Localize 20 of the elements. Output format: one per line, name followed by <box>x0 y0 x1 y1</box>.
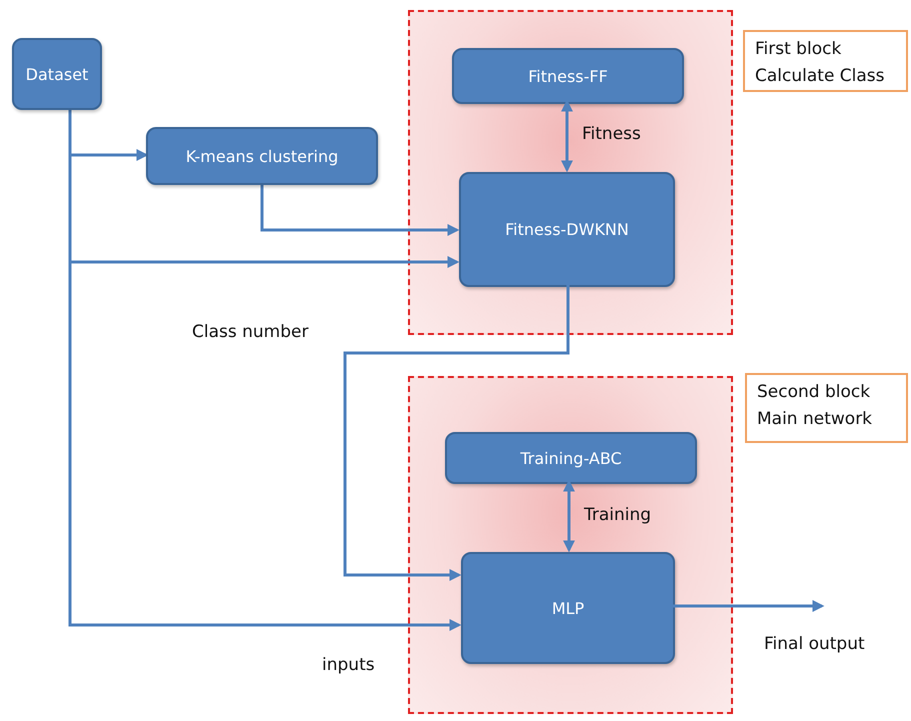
arrow <box>260 185 460 236</box>
dashed-region <box>408 376 733 714</box>
arrow <box>344 285 570 581</box>
arrow <box>673 600 824 612</box>
process-box: Fitness-DWKNN <box>459 172 675 287</box>
process-box: K-means clustering <box>146 127 378 185</box>
arrow <box>563 480 575 552</box>
process-box: Fitness-FF <box>452 48 684 104</box>
note-box: Second block Main network <box>745 373 908 443</box>
process-box: Dataset <box>12 38 102 110</box>
dashed-region <box>408 10 733 335</box>
edge-label: Fitness <box>582 124 641 144</box>
annotation-text: inputs <box>322 655 375 675</box>
arrow <box>561 100 573 172</box>
annotation-text: Class number <box>192 322 308 342</box>
process-box: Training-ABC <box>445 432 697 484</box>
edge-label: Training <box>584 505 652 525</box>
annotation-text: Final output <box>764 634 865 654</box>
note-box: First block Calculate Class <box>743 30 908 92</box>
process-box: MLP <box>461 552 675 664</box>
